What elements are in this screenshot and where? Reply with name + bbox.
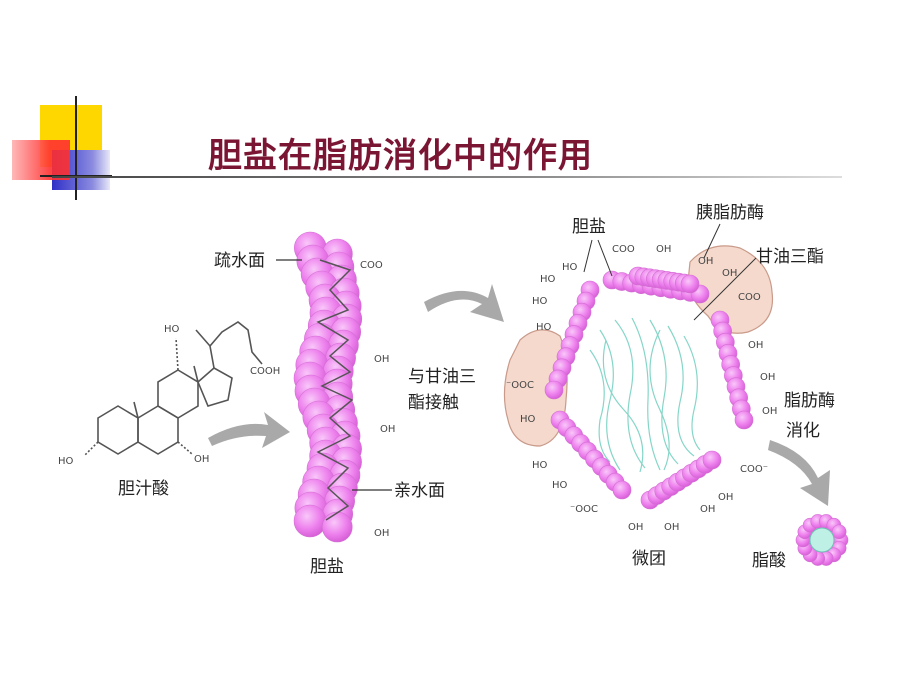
hydrophilic-label: 亲水面 [394, 481, 445, 501]
svg-text:HO: HO [532, 460, 548, 471]
svg-text:HO: HO [562, 262, 578, 273]
title-underline [52, 176, 842, 178]
lipase-digestion-label-line1: 脂肪酶 [784, 391, 835, 411]
bile-acid-label: 胆汁酸 [118, 479, 169, 499]
svg-text:HO: HO [536, 322, 552, 333]
svg-text:HO: HO [532, 296, 548, 307]
hydrophobic-label: 疏水面 [214, 251, 265, 271]
triglyceride-strands [589, 317, 701, 473]
micelle-ball [544, 380, 564, 400]
bile-salt-ball [293, 504, 327, 538]
bile-salt-coo: COO [360, 260, 383, 271]
bile-salt-bottom-label: 胆盐 [310, 557, 344, 577]
svg-text:OH: OH [628, 522, 643, 533]
bile-acid-cooh: COOH [250, 366, 280, 377]
bile-salt-oh-1: OH [374, 354, 389, 365]
bile-salt-oh-3: OH [374, 528, 389, 539]
deco-vertical-line [75, 96, 77, 200]
triglyceride-label: 甘油三酯 [756, 247, 824, 267]
deco-red-square [12, 140, 70, 180]
micelle-ball [702, 450, 722, 470]
svg-text:OH: OH [700, 504, 715, 515]
svg-text:OH: OH [656, 244, 671, 255]
contact-label-line1: 与甘油三 [408, 367, 476, 387]
svg-text:COO⁻: COO⁻ [740, 464, 768, 475]
svg-text:COO: COO [612, 244, 635, 255]
arrow-acid-to-salt [208, 412, 290, 448]
contact-label-line2: 酯接触 [408, 393, 459, 413]
svg-text:OH: OH [722, 268, 737, 279]
svg-text:OH: OH [698, 256, 713, 267]
svg-text:HO: HO [552, 480, 568, 491]
svg-text:⁻OOC: ⁻OOC [570, 504, 598, 515]
lipase-digestion-label-line2: 消化 [786, 421, 820, 441]
bile-salt-ball [321, 511, 353, 543]
svg-text:HO: HO [520, 414, 536, 425]
svg-text:OH: OH [748, 340, 763, 351]
bile-acid-oh-1: HO [58, 456, 74, 467]
micelle-ball [612, 480, 632, 500]
svg-text:COO: COO [738, 292, 761, 303]
svg-text:⁻OOC: ⁻OOC [506, 380, 534, 391]
fatty-acid-core [809, 527, 835, 553]
bile-acid-structure [83, 321, 263, 457]
micelle-label: 微团 [632, 549, 666, 569]
svg-text:OH: OH [762, 406, 777, 417]
micelle-chem-labels: COO OH OH OH COO HO HO HO HO ⁻OOC HO OH … [506, 244, 777, 533]
bile-salt-top-label: 胆盐 [572, 217, 606, 237]
bile-salt-oh-2: OH [380, 424, 395, 435]
fatty-acid-ball [831, 524, 847, 540]
arrow-salt-to-micelle [424, 284, 504, 322]
bile-salt-chain [316, 259, 354, 521]
micelle-ball [734, 410, 754, 430]
bile-salt-column [293, 231, 363, 543]
slide-title: 胆盐在脂肪消化中的作用 [208, 136, 593, 176]
pancreatic-lipase-label: 胰脂肪酶 [696, 203, 764, 223]
svg-text:OH: OH [664, 522, 679, 533]
svg-text:HO: HO [540, 274, 556, 285]
lipase-blob-top-right [687, 245, 774, 334]
arrow-to-fatty-acid [768, 440, 830, 506]
micelle-bile-salts [544, 266, 754, 510]
fatty-acid-flower [795, 514, 849, 566]
micelle-ball [680, 274, 700, 294]
svg-text:OH: OH [718, 492, 733, 503]
svg-text:OH: OH [760, 372, 775, 383]
bile-acid-oh-2: OH [194, 454, 209, 465]
bile-acid-oh-3: HO [164, 324, 180, 335]
fatty-acid-label: 脂酸 [752, 551, 786, 571]
